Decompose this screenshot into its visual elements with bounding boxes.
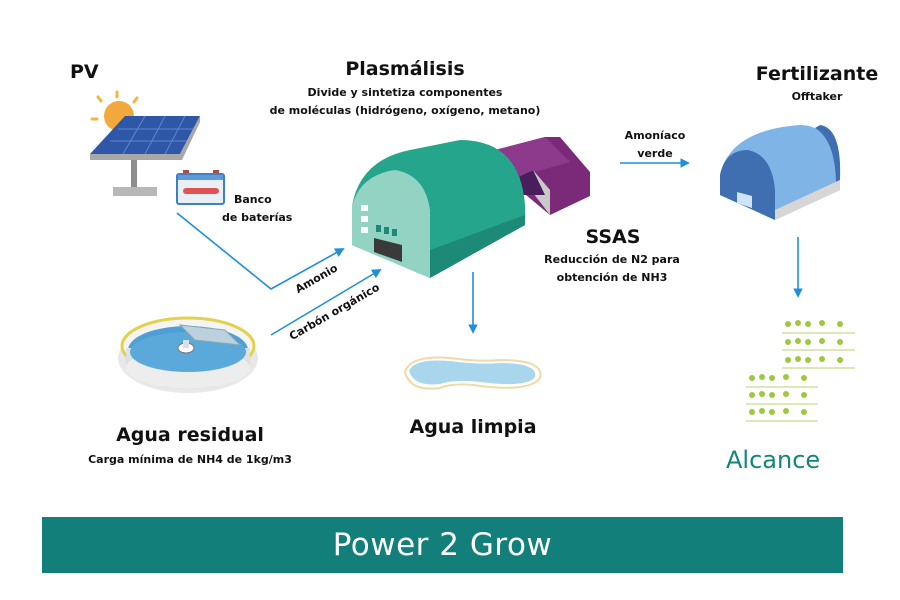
agua-limpia-title: Agua limpia (409, 416, 537, 438)
battery-label-line2: de baterías (222, 211, 293, 224)
agua-residual-description: Carga mínima de NH4 de 1kg/m3 (88, 453, 292, 466)
ssas-desc-line1: Reducción de N2 para (544, 253, 680, 266)
power-2-grow-banner: Power 2 Grow (42, 517, 843, 573)
arrow-water-to-plasmalisis (270, 269, 382, 336)
solar-panel-icon (90, 115, 200, 196)
alcance-label: Alcance (726, 446, 821, 474)
plasmalisis-desc-line2: de moléculas (hidrógeno, oxígeno, metano… (269, 104, 541, 117)
fertilizante-subtitle: Offtaker (791, 90, 843, 103)
amoniaco-line2: verde (637, 147, 673, 160)
ssas-description: Reducción de N2 para obtención de NH3 (544, 251, 680, 287)
pv-title: PV (70, 61, 99, 83)
wastewater-tank-icon (118, 316, 258, 393)
ssas-desc-line2: obtención de NH3 (556, 271, 668, 284)
flow-arrows (176, 158, 803, 336)
plasmalisis-building-icon (352, 140, 525, 278)
plasmalisis-desc-line1: Divide y sintetiza componentes (307, 86, 503, 99)
amoniaco-verde-label: Amoníaco verde (625, 127, 686, 163)
fertilizer-hut-icon (720, 125, 841, 220)
battery-label: Banco de baterías (222, 191, 292, 227)
amoniaco-line1: Amoníaco (624, 129, 686, 142)
ssas-title: SSAS (585, 226, 641, 248)
banner-title: Power 2 Grow (332, 527, 553, 563)
crops-icon (746, 320, 855, 422)
agua-residual-title: Agua residual (116, 424, 264, 446)
plasmalisis-title: Plasmálisis (345, 58, 465, 80)
battery-label-line1: Banco (234, 193, 272, 206)
clean-water-pool-icon (403, 356, 542, 390)
battery-icon (176, 170, 225, 205)
fertilizante-title: Fertilizante (755, 63, 879, 85)
plasmalisis-description: Divide y sintetiza componentes de molécu… (270, 84, 541, 120)
arrow-battery-to-plasmalisis (176, 212, 345, 290)
